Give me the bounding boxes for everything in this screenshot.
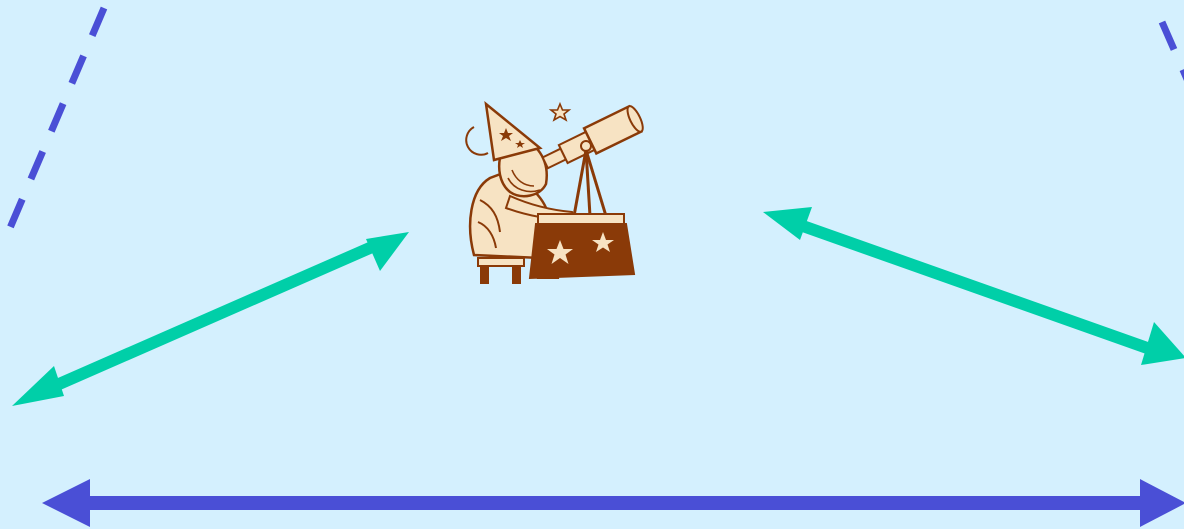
- diagram-canvas: [0, 0, 1184, 529]
